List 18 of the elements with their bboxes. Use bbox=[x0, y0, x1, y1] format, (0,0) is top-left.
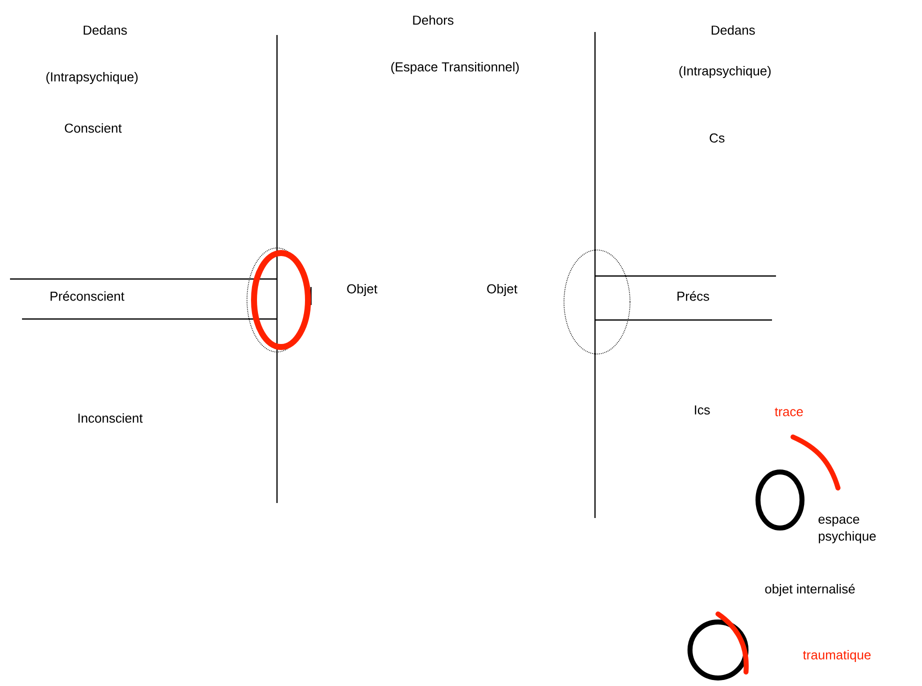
text-label: Objet bbox=[487, 284, 518, 296]
text-label: espace psychique bbox=[818, 516, 876, 544]
text-label: Cs bbox=[710, 133, 724, 143]
text-label: Conscient bbox=[64, 123, 122, 133]
text-label: (Intrapsychique) bbox=[679, 66, 771, 78]
text-label: Dehors bbox=[413, 15, 454, 25]
text-label: trace bbox=[774, 408, 803, 416]
text-label: Inconscient bbox=[78, 413, 143, 423]
text-label: Objet bbox=[347, 284, 378, 296]
text-label: (Intrapsychique) bbox=[46, 72, 138, 84]
text-label: Ics bbox=[694, 405, 710, 414]
text-label: traumatique bbox=[803, 650, 871, 662]
text-label: Dedans bbox=[712, 25, 755, 35]
text-label: Précs bbox=[678, 291, 710, 301]
text-label: objet internalisé bbox=[765, 584, 855, 596]
text-label: Préconscient bbox=[50, 291, 124, 301]
text-label: (Espace Transitionnel) bbox=[391, 62, 519, 74]
text-label: Dedans bbox=[84, 25, 127, 35]
